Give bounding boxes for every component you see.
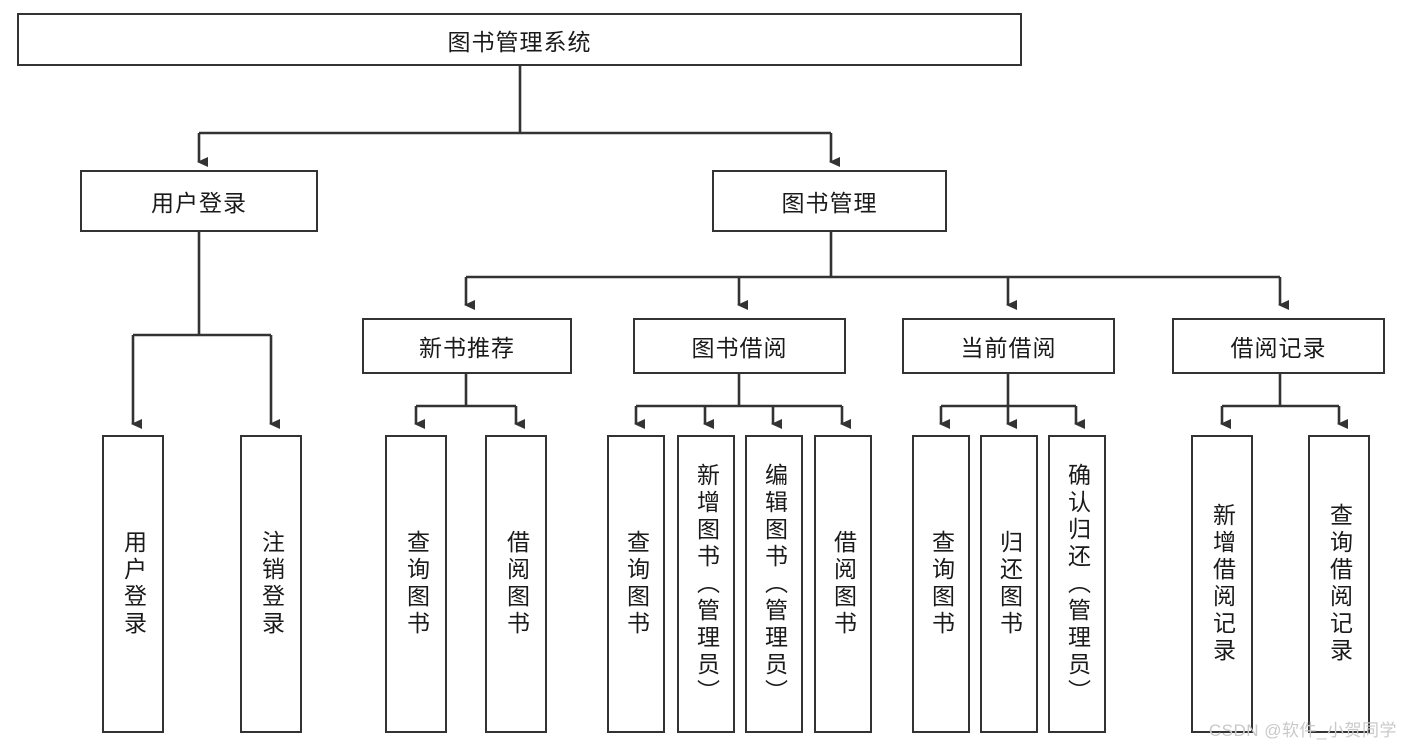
leaf-label: 注销登录 [258,530,285,638]
node-label: 用户登录 [151,190,247,216]
leaf-user-login[interactable]: 用户登录 [102,435,164,733]
node-root-system[interactable]: 图书管理系统 [17,13,1022,66]
node-book-management[interactable]: 图书管理 [712,170,947,232]
node-label: 图书管理系统 [447,28,592,55]
node-new-book-recommend[interactable]: 新书推荐 [362,318,572,374]
node-borrow-record[interactable]: 借阅记录 [1172,318,1385,374]
leaf-query-book-recommend[interactable]: 查询图书 [385,435,447,733]
leaf-label: 查询图书 [403,530,430,638]
leaf-add-borrow-record[interactable]: 新增借阅记录 [1191,435,1253,733]
leaf-query-borrow-record[interactable]: 查询借阅记录 [1308,435,1370,733]
leaf-label: 查询图书 [623,530,650,638]
leaf-query-book-borrow[interactable]: 查询图书 [607,435,665,733]
node-book-borrow[interactable]: 图书借阅 [633,318,846,374]
node-label: 图书借阅 [691,335,788,361]
node-label: 借阅记录 [1230,335,1327,361]
leaf-add-book-admin[interactable]: 新增图书（管理员） [677,435,735,733]
leaf-label: 借阅图书 [503,530,530,638]
node-label: 图书管理 [781,190,878,216]
leaf-label: 归还图书 [996,530,1023,638]
watermark-text: CSDN @软件_小贺同学 [1208,721,1397,740]
leaf-label: 用户登录 [120,530,147,638]
node-user-login[interactable]: 用户登录 [80,170,318,232]
leaf-borrow-book[interactable]: 借阅图书 [814,435,872,733]
leaf-label: 新增图书（管理员） [693,462,720,706]
leaf-return-book[interactable]: 归还图书 [980,435,1038,733]
node-label: 新书推荐 [419,335,515,361]
leaf-borrow-book-recommend[interactable]: 借阅图书 [485,435,547,733]
leaf-label: 新增借阅记录 [1209,503,1236,665]
leaf-label: 确认归还（管理员） [1064,462,1091,706]
leaf-query-book-current[interactable]: 查询图书 [912,435,970,733]
node-label: 当前借阅 [960,335,1057,361]
leaf-edit-book-admin[interactable]: 编辑图书（管理员） [745,435,803,733]
leaf-label: 查询图书 [928,530,955,638]
node-current-borrow[interactable]: 当前借阅 [902,318,1115,374]
leaf-logout-login[interactable]: 注销登录 [240,435,302,733]
leaf-label: 借阅图书 [830,530,857,638]
leaf-confirm-return-admin[interactable]: 确认归还（管理员） [1048,435,1106,733]
leaf-label: 编辑图书（管理员） [761,462,788,706]
leaf-label: 查询借阅记录 [1326,503,1353,665]
